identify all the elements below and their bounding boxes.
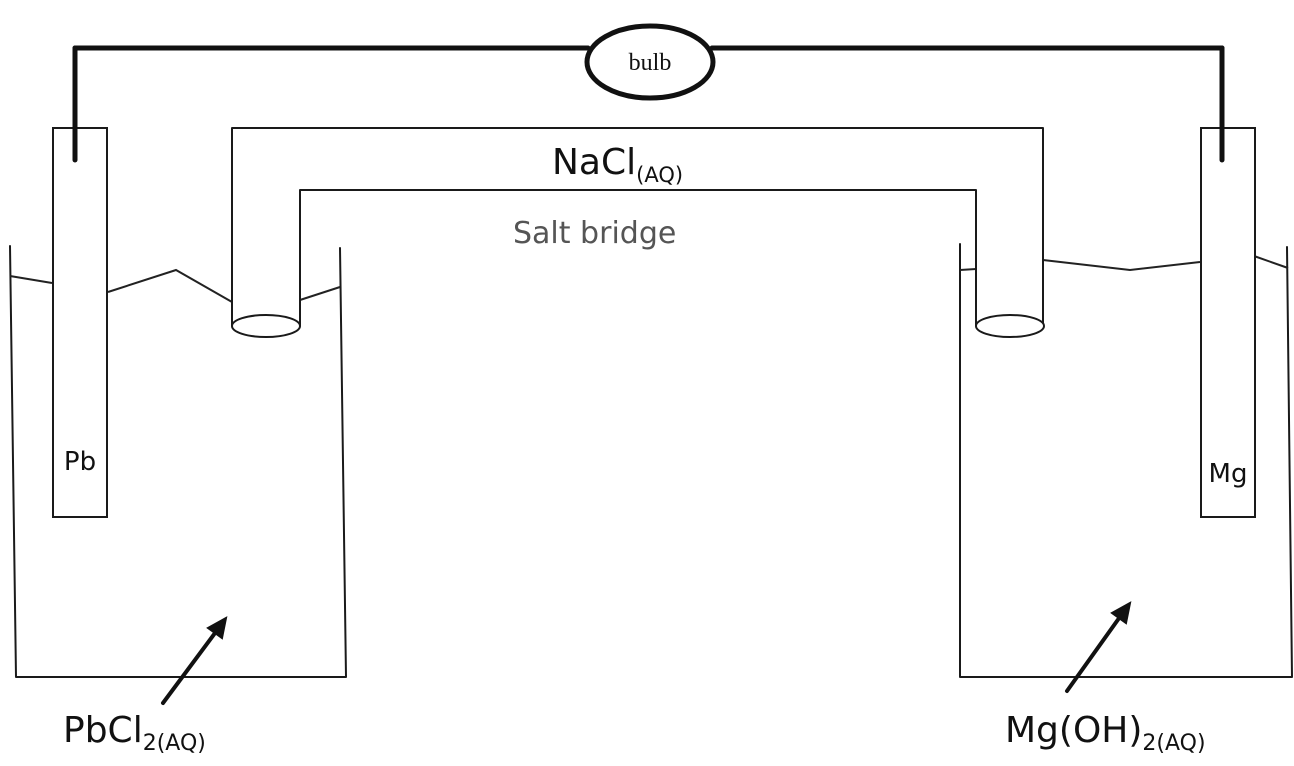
mg-electrode: Mg [1200,45,1256,518]
left-solution-annotation: PbCl2(AQ) [63,616,228,756]
right-solution-surface [959,255,1289,272]
salt-bridge-solution-label: NaCl(AQ) [552,142,683,187]
mg-electrode-body [1200,127,1256,518]
left-solution-label: PbCl2(AQ) [63,710,206,756]
right-solution-label: Mg(OH)2(AQ) [1005,710,1206,756]
left-solution-formula-sub: 2(AQ) [143,731,206,756]
salt-bridge-solution-sub: (AQ) [636,163,683,187]
pb-electrode: Pb [52,45,108,518]
right-solution-arrowhead [1110,601,1132,625]
right-solution-annotation: Mg(OH)2(AQ) [1005,601,1206,756]
salt-bridge-inner [299,189,977,327]
bulb [584,23,716,101]
left-solution-surface [9,268,341,303]
right-solution-formula-sub: 2(AQ) [1142,731,1205,756]
salt-bridge-label: Salt bridge [513,216,676,251]
wire-left [72,45,591,163]
left-solution-formula-main: PbCl [63,710,143,751]
salt-bridge-outer [231,127,1044,327]
right-solution-formula-main: Mg(OH) [1005,710,1142,751]
salt-bridge-solution-main: NaCl [552,142,636,183]
salt-bridge-left-opening [231,314,301,338]
left-solution-arrowhead [206,616,228,640]
right-beaker-walls [959,243,1293,678]
pb-electrode-label: Pb [64,447,96,477]
mg-electrode-label: Mg [1209,459,1248,489]
wire-right [709,45,1225,163]
right-beaker [959,243,1293,678]
left-solution-arrow-shaft [161,627,220,705]
bulb-label: bulb [629,50,672,76]
salt-bridge-right-opening [975,314,1045,338]
salt-bridge: NaCl(AQ) Salt bridge [231,127,1045,338]
pb-electrode-body [52,127,108,518]
right-solution-arrow-shaft [1065,612,1124,693]
external-circuit: bulb [72,23,1225,163]
